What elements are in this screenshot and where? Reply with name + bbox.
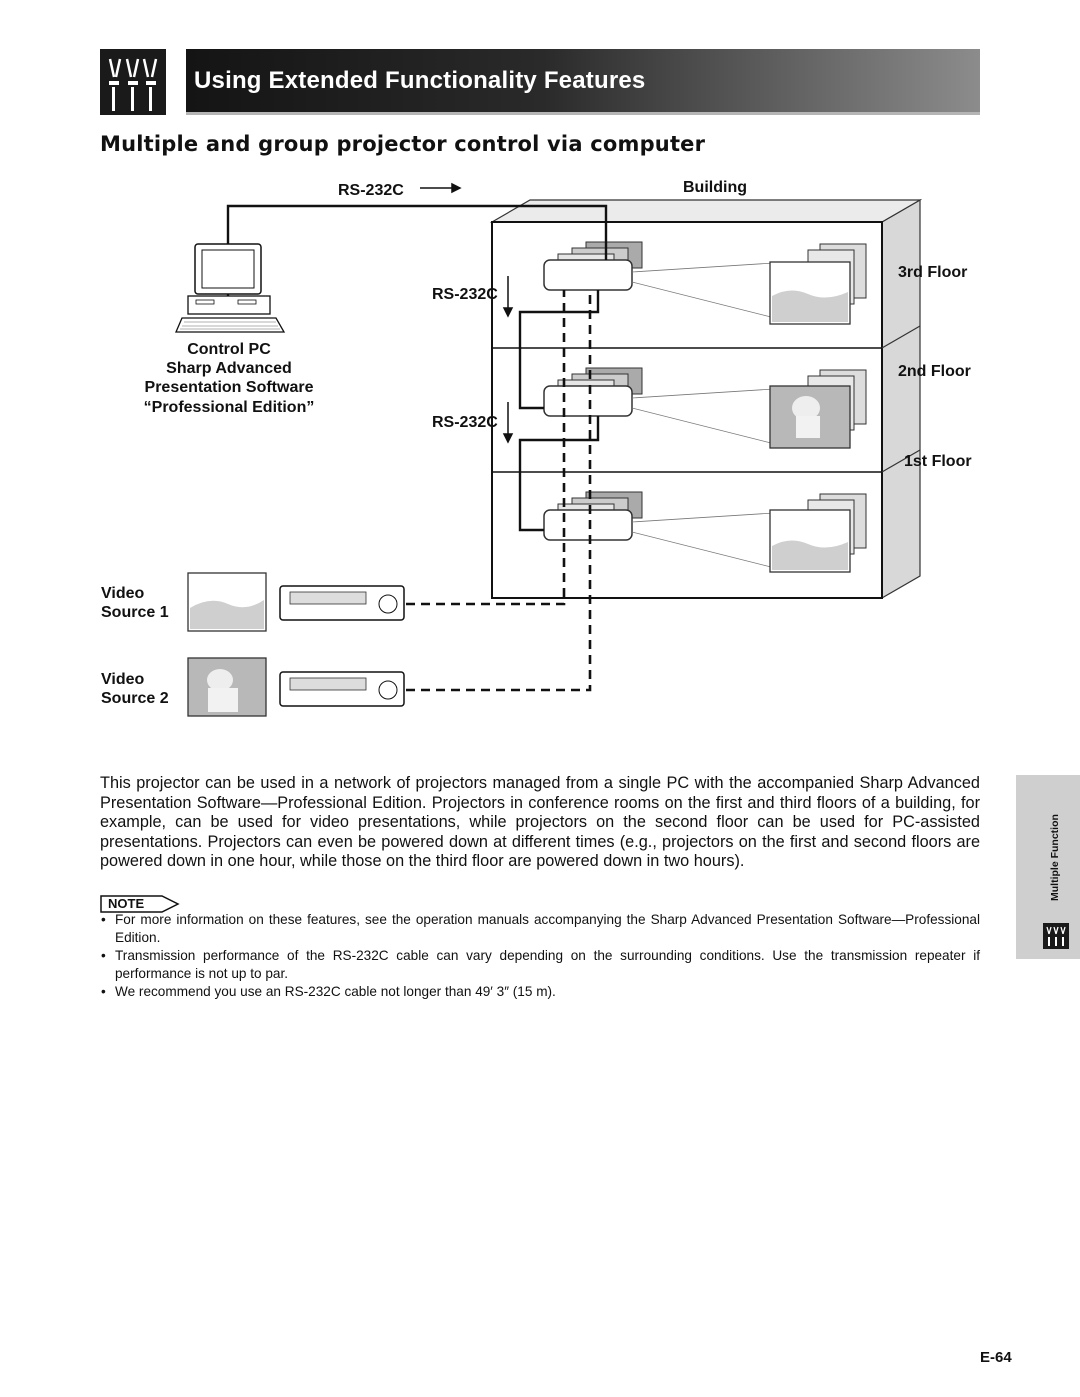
floor2-label: 2nd Floor xyxy=(898,363,971,380)
video-source-1-line-1: Video xyxy=(101,585,145,602)
rs232c-label-top: RS-232C xyxy=(338,182,404,199)
rs232c-label-floor3: RS-232C xyxy=(432,286,498,303)
floor3-label: 3rd Floor xyxy=(898,264,967,281)
control-pc xyxy=(175,243,286,333)
note-text: For more information on these features, … xyxy=(115,912,980,945)
side-tab-label: Multiple Function xyxy=(1046,801,1066,901)
multi-projector-icon xyxy=(1043,923,1069,949)
pc-label-line-3: Presentation Software xyxy=(145,379,314,396)
building-label: Building xyxy=(683,179,747,196)
floor1-projectors xyxy=(543,491,867,573)
note-item: • Transmission performance of the RS-232C… xyxy=(100,947,980,982)
floor3-projectors xyxy=(543,241,867,325)
banner-title: Using Extended Functionality Features xyxy=(194,67,646,94)
page-number: E-64 xyxy=(980,1349,1012,1366)
vcr-1 xyxy=(279,585,405,621)
section-title: Multiple and group projector control via… xyxy=(100,132,706,156)
pc-label-line-2: Sharp Advanced xyxy=(166,360,292,377)
note-item: • We recommend you use an RS-232C cable n… xyxy=(100,983,980,1001)
bullet: • xyxy=(101,948,106,963)
header-banner: Using Extended Functionality Features xyxy=(186,49,980,115)
video-cables xyxy=(406,290,592,692)
bullet: • xyxy=(101,984,106,999)
pc-label-line-4: “Professional Edition” xyxy=(144,399,315,416)
side-tab-text: Multiple Function xyxy=(1049,814,1061,901)
note-item: • For more information on these features,… xyxy=(100,911,980,946)
note-tag-label: NOTE xyxy=(108,896,144,911)
video-source-1-image xyxy=(187,572,267,632)
video-source-2-line-2: Source 2 xyxy=(101,690,169,707)
bullet: • xyxy=(101,912,106,927)
video-source-2-line-1: Video xyxy=(101,671,145,688)
floor1-label: 1st Floor xyxy=(904,453,972,470)
body-paragraph: This projector can be used in a network … xyxy=(100,774,980,870)
pc-label-line-1: Control PC xyxy=(187,341,271,358)
video-source-1-line-2: Source 1 xyxy=(101,604,169,621)
rs232c-label-floor2: RS-232C xyxy=(432,414,498,431)
side-tab: Multiple Function xyxy=(1016,775,1080,959)
floor2-projectors xyxy=(543,367,867,449)
rs232c-arrows xyxy=(420,182,514,444)
multi-projector-icon xyxy=(100,49,166,115)
note-tag: NOTE xyxy=(100,895,180,913)
note-list: • For more information on these features,… xyxy=(100,911,980,1002)
video-source-2-image xyxy=(187,657,267,717)
note-text: Transmission performance of the RS-232C … xyxy=(115,948,980,981)
network-diagram: RS-232C Building 3rd Floor 2nd Floor 1st… xyxy=(101,179,972,717)
note-text: We recommend you use an RS-232C cable no… xyxy=(115,984,556,999)
vcr-2 xyxy=(279,671,405,707)
